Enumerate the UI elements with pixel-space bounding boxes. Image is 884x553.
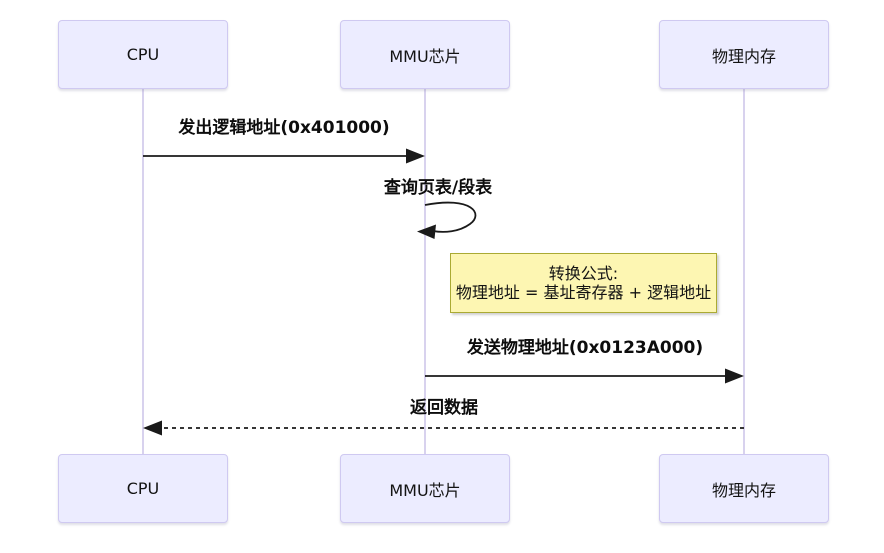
arrowhead-physical-address bbox=[725, 368, 744, 384]
arrowhead-logical-address bbox=[406, 148, 425, 164]
actor-box-mmu-bottom: MMU芯片 bbox=[340, 454, 510, 523]
message-label-logical-address: 发出逻辑地址(0x401000) bbox=[178, 118, 390, 138]
actor-label-cpu-top: CPU bbox=[126, 45, 160, 64]
arrowhead-return-data bbox=[143, 420, 162, 436]
actor-label-mmu-top: MMU芯片 bbox=[389, 46, 461, 66]
self-loop-query-page-table bbox=[424, 201, 477, 233]
actor-box-mmu-top: MMU芯片 bbox=[340, 20, 510, 89]
message-label-return-data: 返回数据 bbox=[410, 398, 478, 418]
actor-label-memory-top: 物理内存 bbox=[711, 46, 776, 66]
actor-box-memory-top: 物理内存 bbox=[659, 20, 829, 89]
note-conversion-formula: 转换公式: 物理地址 = 基址寄存器 + 逻辑地址 bbox=[450, 253, 717, 313]
actor-box-cpu-bottom: CPU bbox=[58, 454, 228, 523]
actor-box-cpu-top: CPU bbox=[58, 20, 228, 89]
actor-label-memory-bottom: 物理内存 bbox=[711, 480, 776, 500]
note-line-2: 物理地址 = 基址寄存器 + 逻辑地址 bbox=[455, 283, 712, 302]
message-label-query-page-table: 查询页表/段表 bbox=[383, 178, 493, 198]
actor-label-cpu-bottom: CPU bbox=[126, 479, 160, 498]
message-label-physical-address: 发送物理地址(0x0123A000) bbox=[466, 338, 704, 358]
arrowhead-query-page-table bbox=[417, 224, 436, 239]
note-line-1: 转换公式: bbox=[548, 264, 619, 283]
actor-box-memory-bottom: 物理内存 bbox=[659, 454, 829, 523]
actor-label-mmu-bottom: MMU芯片 bbox=[389, 480, 461, 500]
